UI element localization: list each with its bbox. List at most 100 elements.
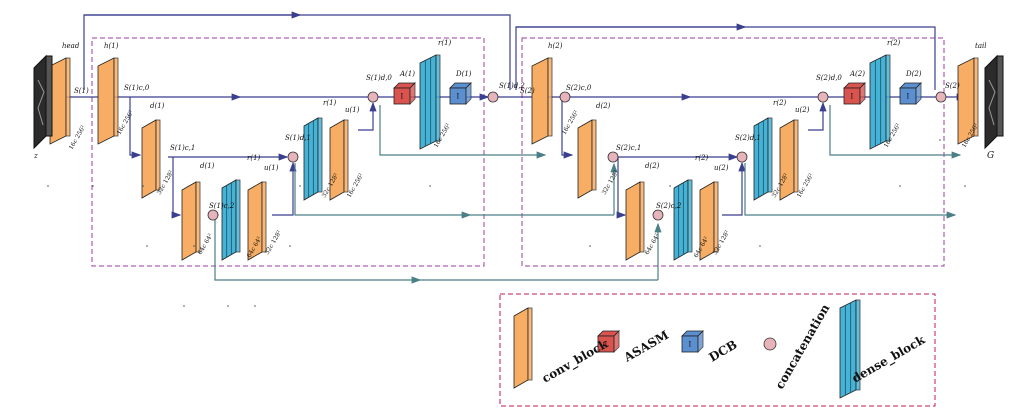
legend-concatenation-icon bbox=[763, 337, 777, 351]
concat-s2-d0 bbox=[817, 91, 829, 103]
concat-s2-c2 bbox=[652, 209, 664, 221]
label-S1-d1: S(1)d,1 bbox=[285, 134, 311, 142]
output-image bbox=[984, 54, 1004, 150]
dcb-block-D2: I bbox=[899, 82, 922, 105]
legend-asasm-icon-text: I bbox=[605, 341, 608, 349]
legend-dense-block-icon bbox=[839, 299, 861, 399]
asasm-block-A2-text: I bbox=[851, 93, 854, 101]
s2-skip-teal-1 bbox=[829, 105, 962, 159]
dim-head: 16c 256² bbox=[68, 124, 88, 151]
label-S2-d1: S(2)d,1 bbox=[735, 134, 761, 142]
conv-block-d1-2 bbox=[181, 181, 201, 261]
label-d1-1: d(1) bbox=[150, 102, 165, 110]
label-S2-c1: S(2)c,1 bbox=[616, 144, 641, 152]
stray-dots bbox=[47, 139, 966, 307]
dcb-block-D1-text: I bbox=[457, 93, 460, 101]
label-z: z bbox=[33, 152, 38, 160]
legend-dcb-label: DCB bbox=[707, 337, 740, 364]
dense-block-r2-1 bbox=[673, 179, 693, 261]
label-S2-c2: S(2)c,2 bbox=[656, 202, 682, 210]
label-head: head bbox=[62, 42, 80, 50]
legend-dcb-icon-text: I bbox=[689, 341, 692, 349]
label-h1: h(1) bbox=[104, 42, 119, 50]
label-S2-out: S(2) bbox=[945, 82, 960, 90]
concat-s2-c0 bbox=[559, 91, 571, 103]
s2-up-1 bbox=[722, 161, 746, 216]
conv-block-head bbox=[49, 57, 71, 145]
conv-block-h2 bbox=[531, 57, 553, 145]
s1-up-1 bbox=[272, 161, 297, 216]
label-A1: A(1) bbox=[399, 70, 415, 78]
conv-block-u2-1 bbox=[699, 181, 719, 261]
s2-down-2 bbox=[616, 157, 627, 219]
dcb-block-D1: I bbox=[449, 82, 472, 105]
conv-block-u2-2 bbox=[779, 119, 799, 201]
label-S2-c0: S(2)c,0 bbox=[566, 84, 592, 92]
concat-s1-c2 bbox=[207, 209, 219, 221]
conv-block-d2-2 bbox=[625, 181, 645, 261]
dense-block-r1-2 bbox=[303, 117, 323, 201]
s2-skip-teal-2 bbox=[744, 163, 957, 219]
dense-block-r2-3 bbox=[869, 54, 891, 150]
dim-u1-1: 32c 128² bbox=[264, 229, 284, 256]
conv-block-d1-1 bbox=[141, 119, 161, 199]
dense-block-r2-2 bbox=[753, 117, 773, 201]
label-G: G bbox=[987, 151, 994, 161]
legend-conv-block-label: conv_block bbox=[540, 336, 612, 386]
concat-s2-d1 bbox=[736, 151, 748, 163]
dim-h1: 16c 256² bbox=[116, 109, 136, 136]
legend-box bbox=[499, 293, 936, 407]
legend: conv_block ASASM DCB concatenation dense… bbox=[499, 293, 936, 407]
label-r2-2: r(2) bbox=[773, 99, 787, 107]
label-S1-out: S(1)d,2 bbox=[499, 82, 525, 90]
label-r2-1: r(2) bbox=[695, 154, 709, 162]
s1-skip-teal-2 bbox=[294, 163, 472, 219]
label-r2-3: r(2) bbox=[887, 39, 901, 47]
label-r1-2: r(1) bbox=[323, 99, 337, 107]
blocks-layer: I I I I I I bbox=[49, 54, 979, 399]
conv-block-u1-1 bbox=[247, 181, 267, 261]
s2-down-1 bbox=[561, 97, 574, 159]
legend-asasm-label: ASASM bbox=[621, 328, 672, 365]
stage1-box bbox=[91, 37, 485, 267]
conv-block-d2-1 bbox=[577, 119, 597, 199]
s2-up-2 bbox=[808, 101, 827, 131]
s1-skip-teal-3 bbox=[214, 220, 422, 284]
label-D1: D(1) bbox=[455, 70, 472, 78]
label-S2-in: S(2) bbox=[520, 87, 535, 95]
legend-conv-block-icon bbox=[513, 307, 533, 389]
s1-skip-teal-1 bbox=[379, 105, 547, 159]
dense-block-r1-1 bbox=[221, 179, 241, 261]
label-S2-d0: S(2)d,0 bbox=[816, 74, 842, 82]
label-u2-2: u(2) bbox=[795, 106, 810, 114]
label-S1-d0: S(1)d,0 bbox=[366, 74, 392, 82]
label-A2: A(2) bbox=[849, 70, 865, 78]
conv-block-h1 bbox=[97, 57, 119, 145]
label-u1-1: u(1) bbox=[264, 164, 279, 172]
concat-s2-out bbox=[935, 91, 947, 103]
label-d2-1: d(2) bbox=[596, 102, 611, 110]
conv-block-u1-2 bbox=[329, 119, 349, 201]
label-S1-c0: S(1)c,0 bbox=[124, 84, 150, 92]
conv-block-tail bbox=[957, 57, 979, 145]
label-d2-2: d(2) bbox=[645, 162, 660, 170]
label-d1-2: d(1) bbox=[200, 162, 215, 170]
asasm-block-A1-text: I bbox=[401, 93, 404, 101]
concat-s1-d0 bbox=[367, 91, 379, 103]
s1-down-2 bbox=[171, 157, 182, 219]
label-h2: h(2) bbox=[548, 42, 563, 50]
top-skip-arrow-1 bbox=[83, 14, 511, 90]
dim-d2-2: 64c 64² bbox=[644, 232, 662, 256]
label-D2: D(2) bbox=[905, 70, 922, 78]
asasm-block-A2: I bbox=[843, 82, 866, 105]
concat-s2-c1 bbox=[607, 151, 619, 163]
concat-nodes bbox=[207, 91, 947, 221]
dim-u2-2: 16c 256² bbox=[796, 172, 816, 199]
dim-u1-2: 16c 256² bbox=[346, 172, 366, 199]
input-image bbox=[33, 54, 53, 150]
stage2-box bbox=[521, 37, 945, 267]
asasm-block-A1: I bbox=[393, 82, 416, 105]
legend-dcb-icon: I bbox=[681, 330, 704, 353]
label-r1-3: r(1) bbox=[438, 39, 452, 47]
